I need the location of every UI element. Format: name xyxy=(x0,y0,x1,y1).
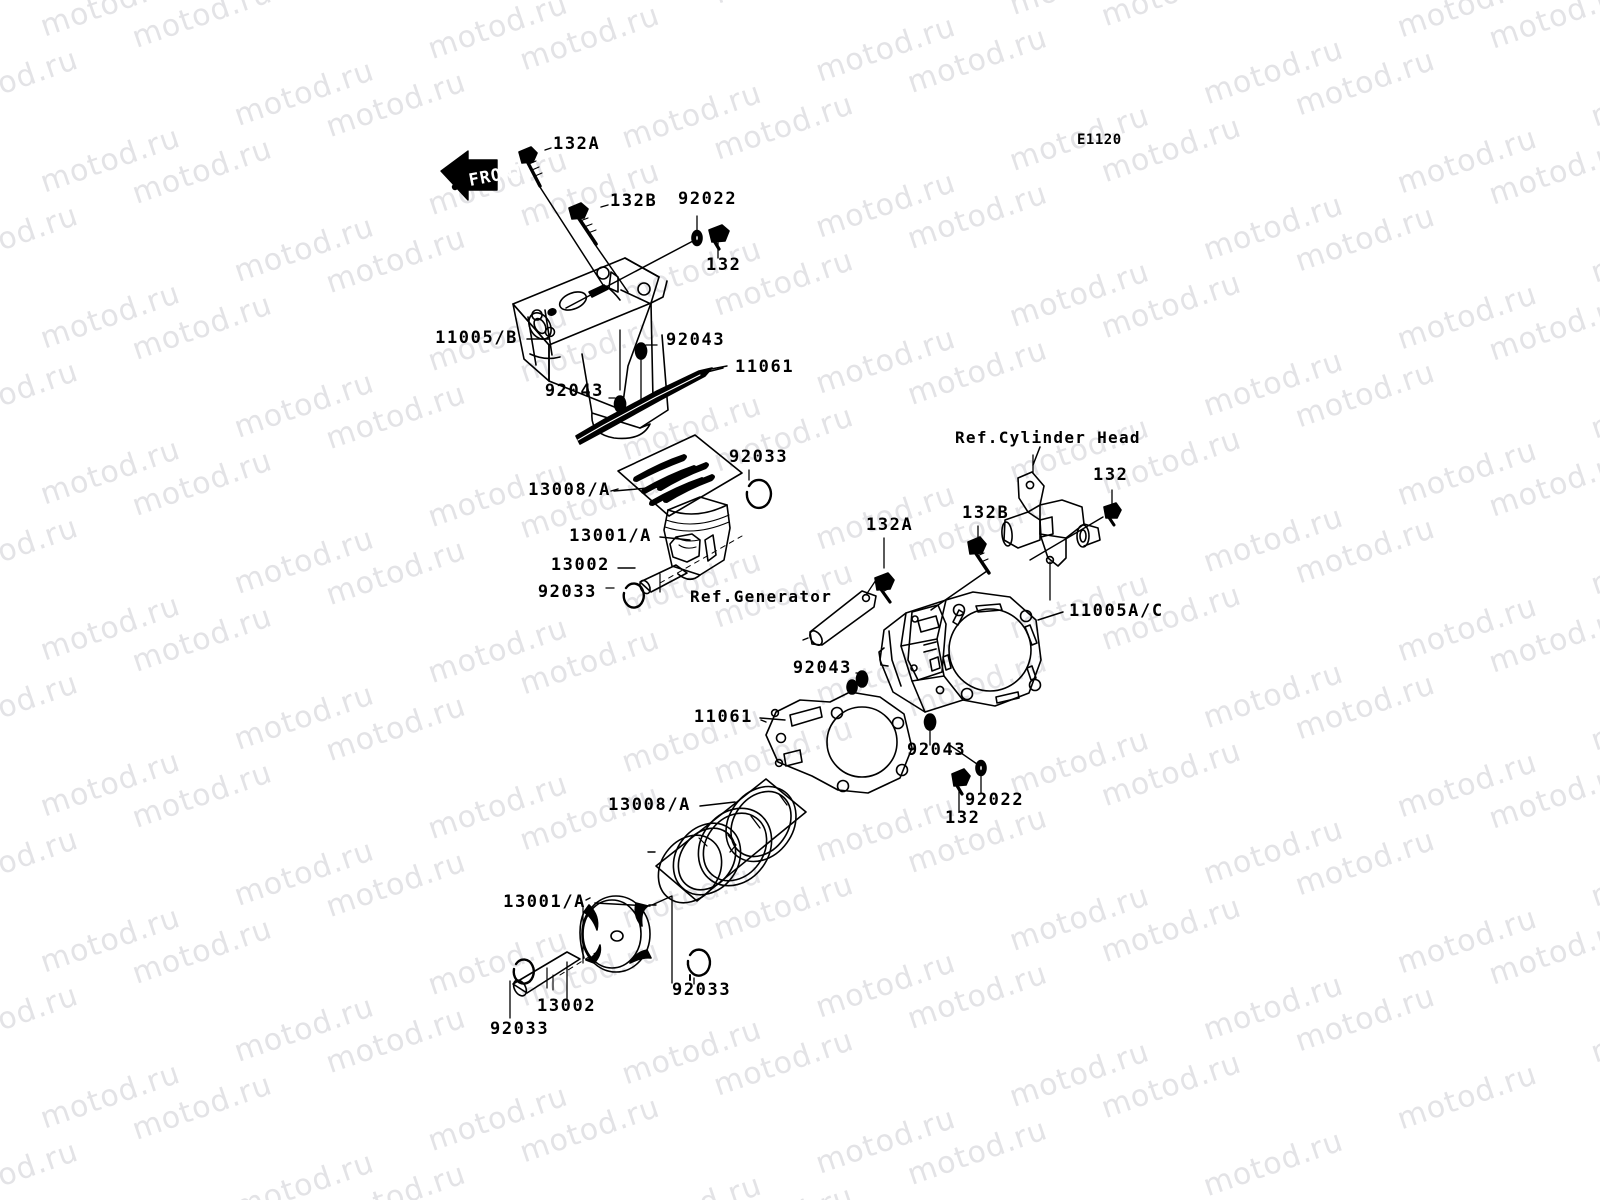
part-label-92043-upper-r: 92043 xyxy=(666,330,726,350)
snap-ring-92033-lower-right xyxy=(686,948,712,985)
bolt-132-right xyxy=(1029,489,1122,561)
bolt-132a-upper xyxy=(518,146,606,289)
ref-cylinder-head-part xyxy=(1001,454,1101,601)
part-label-92033-upper-r: 92033 xyxy=(729,447,789,467)
washer-92022-upper xyxy=(691,215,703,247)
watermark-text: motod.rumotod.rumotod.rumotod.rumotod.ru… xyxy=(35,0,185,45)
cylinder-block-11005b xyxy=(512,257,669,440)
watermark-text: motod.rumotod.rumotod.rumotod.rumotod.ru… xyxy=(35,521,1600,1137)
watermark-text: motod.rumotod.rumotod.rumotod.rumotod.ru… xyxy=(0,0,1600,591)
dowel-92043-upper-left xyxy=(608,329,627,413)
part-label-13001A-lower: 13001/A xyxy=(503,892,586,912)
part-label-92043-upper-l: 92043 xyxy=(544,381,604,401)
watermark-text: motod.rumotod.rumotod.rumotod.rumotod.ru… xyxy=(35,53,1600,669)
watermark-text: motod.rumotod.rumotod.rumotod.rumotod.ru… xyxy=(0,443,1600,1059)
part-label-92043-mid: 92043 xyxy=(792,658,852,678)
watermark-text: motod.rumotod.rumotod.rumotod.rumotod.ru… xyxy=(0,0,277,123)
watermark-text: motod.rumotod.rumotod.rumotod.rumotod.ru… xyxy=(35,0,767,201)
part-label-refgen: Ref.Generator xyxy=(690,587,833,606)
part-label-132-right: 132 xyxy=(1093,465,1129,485)
watermark-text: motod.rumotod.rumotod.rumotod.rumotod.ru… xyxy=(0,0,1600,33)
watermark-text: motod.rumotod.rumotod.rumotod.rumotod.ru… xyxy=(617,833,1600,1200)
piston-13001a-upper xyxy=(663,496,731,581)
watermark-text: motod.rumotod.rumotod.rumotod.rumotod.ru… xyxy=(35,209,1600,825)
snap-ring-92033-lower-left xyxy=(509,958,535,1019)
dowel-92043-upper-right xyxy=(634,342,658,401)
piston-13001a-lower xyxy=(579,895,652,973)
watermark-text: motod.rumotod.rumotod.rumotod.rumotod.ru… xyxy=(709,911,1600,1200)
part-label-11005AC: 11005A/C xyxy=(1069,601,1164,621)
part-label-13008A-upper: 13008/A xyxy=(528,480,611,500)
part-label-13002-lower: 13002 xyxy=(537,996,597,1016)
part-label-11061-upper: 11061 xyxy=(735,357,795,377)
ring-set-13008a-upper xyxy=(610,434,743,517)
part-label-refcyl: Ref.Cylinder Head xyxy=(955,428,1141,447)
front-arrow-icon: FRONT xyxy=(440,150,526,201)
watermark-text: motod.rumotod.rumotod.rumotod.rumotod.ru… xyxy=(1005,989,1600,1200)
part-label-132-lower: 132 xyxy=(945,808,981,828)
diagram-code: E1120 xyxy=(1077,132,1122,148)
watermark-text: motod.rumotod.rumotod.rumotod.rumotod.ru… xyxy=(35,0,1542,513)
piston-pin-13002-lower xyxy=(512,951,581,997)
snap-ring-92033-upper-right xyxy=(745,469,773,510)
watermark-text: motod.rumotod.rumotod.rumotod.rumotod.ru… xyxy=(229,677,1600,1200)
part-label-132A-top: 132A xyxy=(553,134,601,154)
part-label-92022-lower: 92022 xyxy=(965,790,1025,810)
watermark-text: motod.rumotod.rumotod.rumotod.rumotod.ru… xyxy=(35,0,1154,357)
watermark-text: motod.rumotod.rumotod.rumotod.rumotod.ru… xyxy=(0,287,1600,903)
bolt-132b-mid xyxy=(930,525,991,611)
part-label-132-top: 132 xyxy=(706,255,742,275)
watermark-text: motod.rumotod.rumotod.rumotod.rumotod.ru… xyxy=(0,0,858,279)
part-label-13008A-lower: 13008/A xyxy=(608,795,691,815)
dowel-92043-mid xyxy=(855,670,869,688)
part-label-92033-lower-r: 92033 xyxy=(672,980,732,1000)
part-label-92022-top: 92022 xyxy=(678,189,738,209)
dowel-92043-upper-block xyxy=(846,679,858,695)
bolt-132a-mid xyxy=(874,537,895,604)
part-label-92033-upper-l: 92033 xyxy=(537,582,597,602)
watermark-text: motod.rumotod.rumotod.rumotod.rumotod.ru… xyxy=(0,0,1246,435)
gasket-11061-upper xyxy=(575,365,728,445)
bolt-132-upper xyxy=(708,224,730,259)
part-label-92033-lower-l: 92033 xyxy=(490,1019,550,1039)
part-label-132A-mid: 132A xyxy=(866,515,914,535)
part-label-11061-lower: 11061 xyxy=(693,707,753,727)
part-label-13001A-upper: 13001/A xyxy=(569,526,652,546)
bolt-132b-upper xyxy=(568,202,629,293)
svg-text:FRONT: FRONT xyxy=(467,161,526,191)
piston-pin-13002-upper xyxy=(617,564,688,595)
snap-ring-92033-upper-left xyxy=(605,582,645,609)
watermark-text: motod.rumotod.rumotod.rumotod.rumotod.ru… xyxy=(0,599,1600,1200)
part-label-13002-upper: 13002 xyxy=(550,555,610,575)
cylinder-block-11005ac xyxy=(878,591,1042,713)
part-label-132B-mid: 132B xyxy=(962,503,1010,523)
part-label-132B-top: 132B xyxy=(610,191,658,211)
watermark-text: motod.rumotod.rumotod.rumotod.rumotod.ru… xyxy=(0,131,1600,747)
part-label-11005B: 11005/B xyxy=(435,328,518,348)
part-label-92043-lower: 92043 xyxy=(907,740,967,760)
watermark-text: motod.rumotod.rumotod.rumotod.rumotod.ru… xyxy=(321,755,1600,1200)
gasket-11061-lower xyxy=(760,691,913,794)
